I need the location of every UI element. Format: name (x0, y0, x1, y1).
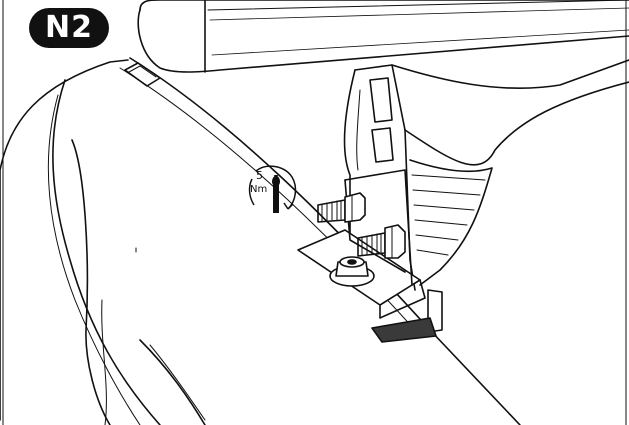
torque-value: 5 (256, 169, 263, 182)
rack-foot (343, 59, 629, 291)
car-roof (0, 57, 521, 425)
step-label: N2 (45, 10, 93, 45)
wrench-icon (272, 175, 280, 213)
rubber-pad (371, 317, 437, 343)
bolt-lower (357, 224, 406, 259)
torque-indicator: 5 Nm (246, 163, 300, 219)
rotate-clockwise-icon (248, 165, 297, 210)
torque-unit: Nm (250, 184, 268, 195)
step-badge: N2 (29, 8, 109, 48)
crossbar (137, 0, 629, 73)
bolt-upper (317, 192, 366, 223)
nut-washer (329, 256, 375, 287)
